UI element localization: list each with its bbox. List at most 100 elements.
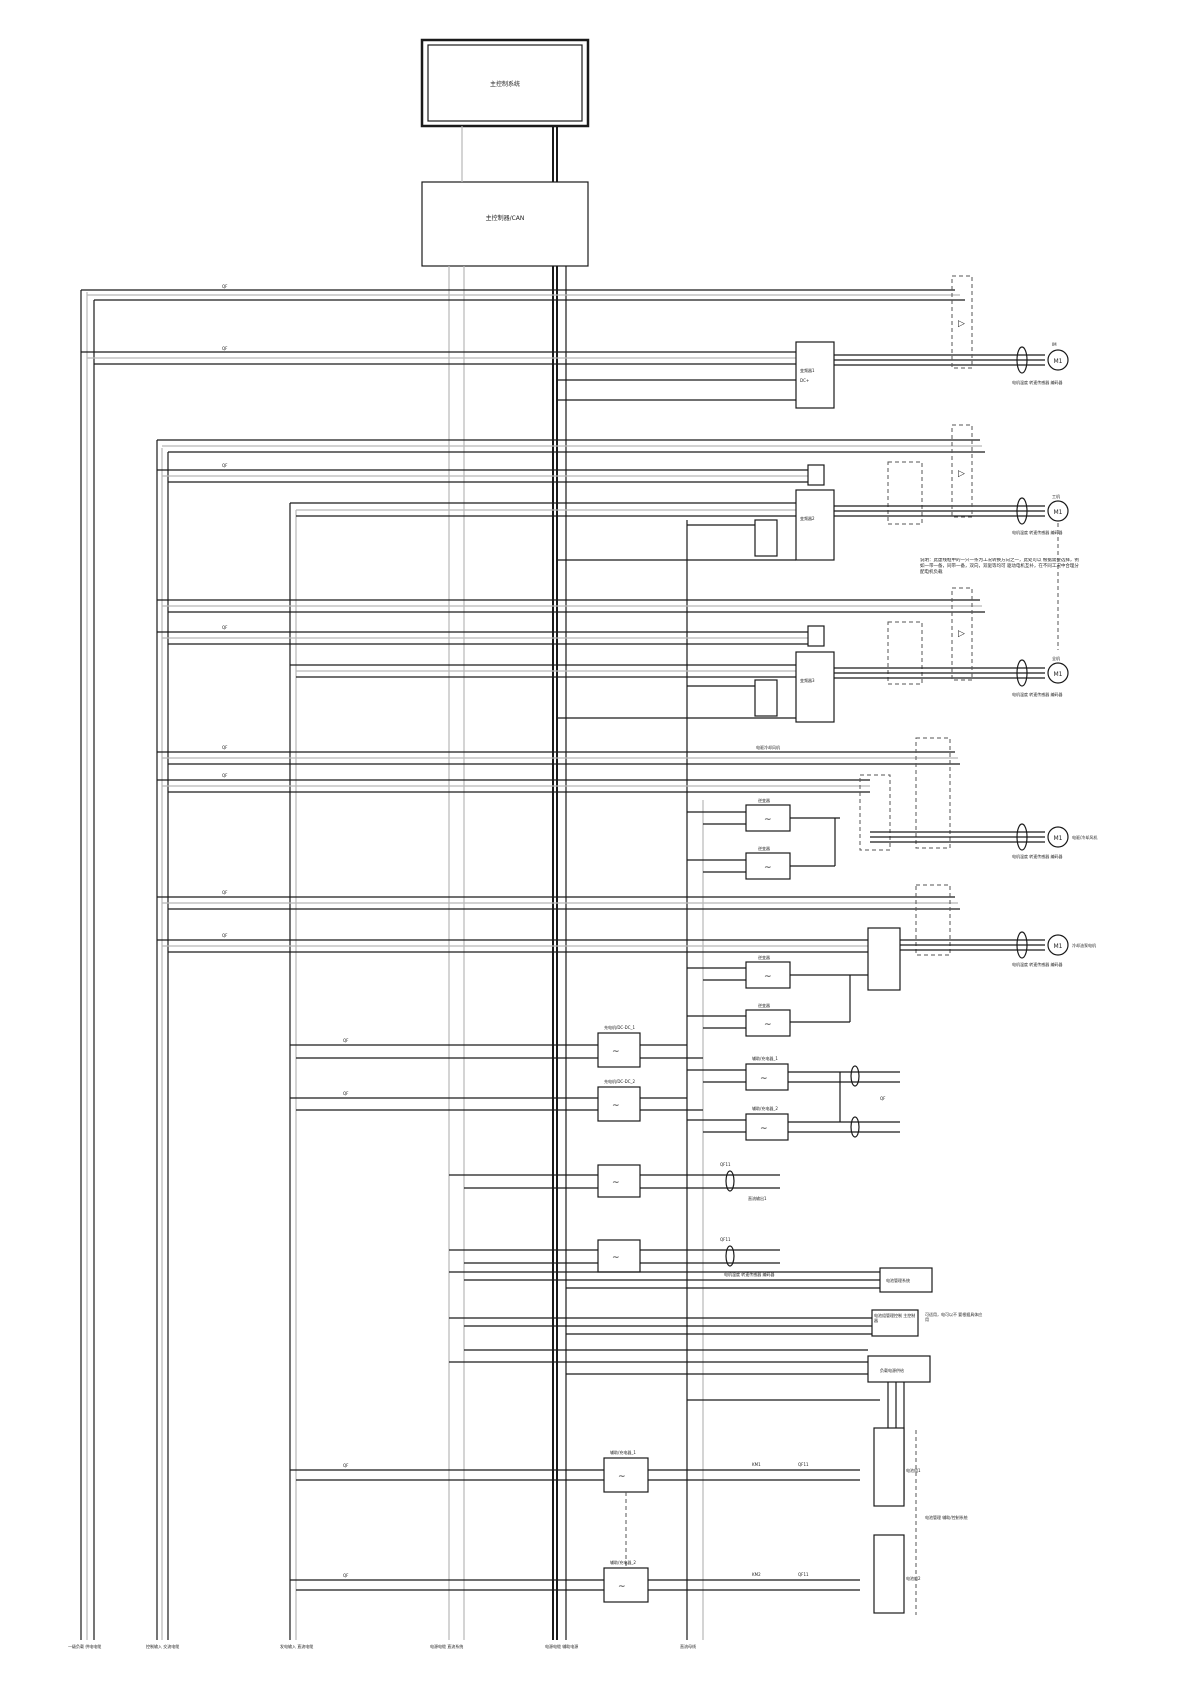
inverter-symbol: ~ — [764, 863, 772, 873]
note-text: 说明：此虚线框中的一只一条为工况转换方向之一，此处可以 根据需要选择，例如一带一… — [920, 558, 1079, 575]
controller-box-label: 主控制器/CAN — [486, 214, 525, 222]
qf-label: QF — [222, 346, 228, 351]
section-motor-1: QF QF 变频器1 DC+ ▷ M1 IM 电机温度 转速传感器 编码器 — [81, 275, 1069, 409]
section-motor-2: QF 变频器2 ▷ M1 工机 电机温度 转速传感器 编码器 说明：此虚线框中的… — [157, 424, 1079, 650]
aux-box — [807, 625, 825, 647]
motor-m5 — [1047, 934, 1069, 956]
converter-symbol: ~ — [612, 1253, 620, 1263]
breaker-label: QF11 — [798, 1462, 809, 1467]
top-control-box: 主控制系统 — [420, 38, 590, 128]
motor-side-label: 电机温度 转速传感器 编码器 — [1012, 691, 1063, 697]
converter-symbol: ~ — [612, 1047, 620, 1057]
dcdc-1-label: 充电机/DC-DC_1 — [604, 1024, 636, 1030]
qf-label: QF — [343, 1091, 349, 1096]
battery-1-label: 电池组1 — [906, 1467, 921, 1473]
motor-m3-code: 全机 — [1052, 655, 1060, 661]
converter-symbol: ~ — [760, 1074, 768, 1084]
motor-m1-code: IM — [1052, 342, 1057, 347]
section-motor-4: QF QF 电驱冷却风机 ~ 逆变器 ~ 逆变器 M1 电驱/冷却风机 电机温度… — [157, 737, 1097, 880]
aux-box — [807, 464, 825, 486]
battery-pack-1 — [873, 1427, 905, 1507]
motor-side-label: 电机温度 转速传感器 编码器 — [724, 1271, 775, 1277]
controller-box: 主控制器/CAN — [421, 181, 589, 267]
converter-symbol: ~ — [612, 1178, 620, 1188]
motor-m5-tag: M1 — [1054, 943, 1063, 950]
bms-main-box — [871, 1309, 919, 1337]
section-right-boxes: 电池管理系统 电池组管理控制 主控制器 可适用，电可以不 要根据具体应用 负载电… — [449, 1267, 983, 1500]
bottom-label-2: 控制输入 交流电缆 — [146, 1644, 180, 1649]
motor-m2-code: 工机 — [1052, 493, 1060, 499]
dc-out-label-1: 直流输出1 — [748, 1195, 767, 1201]
qf-label: QF — [222, 890, 228, 895]
brake-unit — [754, 519, 778, 557]
converter-symbol: ~ — [760, 1124, 768, 1134]
bottom-label-5: 电源电缆 辅助电源 — [545, 1644, 579, 1649]
qf-label: QF — [343, 1463, 349, 1468]
motor-m2 — [1047, 500, 1069, 522]
contactor-label: KM2 — [752, 1572, 761, 1577]
left-feeders — [80, 290, 297, 1640]
control-bus-lines — [448, 126, 704, 1640]
vfd-2-label: 变频器2 — [800, 515, 815, 521]
bottom-labels: 一级负载 供电电缆 控制输入 交流电缆 发电输入 直流电缆 电源电缆 直流系统 … — [68, 1644, 696, 1649]
bms-note: 可适用，电可以不 要根据具体应用 — [925, 1312, 983, 1322]
motor-side-label: 电机温度 转速传感器 编码器 — [1012, 379, 1063, 385]
section-dcdc: QF QF ~ 充电机/DC-DC_1 ~ 充电机/DC-DC_2 ~ 辅助/充… — [290, 1024, 900, 1141]
charger-2-label: 辅助/充电器_2 — [752, 1105, 778, 1111]
converter-symbol: ~ — [612, 1101, 620, 1111]
qf-label: QF — [343, 1573, 349, 1578]
dc-converter-1 — [597, 1164, 641, 1198]
vfd-1 — [795, 341, 835, 409]
motor-m1-tag: M1 — [1054, 358, 1063, 365]
breaker-label: QF11 — [720, 1237, 731, 1242]
motor-m4 — [1047, 826, 1069, 848]
qf-label: QF — [880, 1096, 886, 1101]
qf-label: QF — [222, 745, 228, 750]
battery-pack-2 — [873, 1534, 905, 1614]
inverter-label: 逆变器 — [758, 1002, 770, 1008]
inverter-label: 逆变器 — [758, 954, 770, 960]
battery-charger-1 — [603, 1457, 649, 1493]
relay-symbol: ▷ — [958, 629, 965, 639]
bottom-label-4: 电源电缆 直流系统 — [430, 1644, 464, 1649]
qf-label: QF — [222, 463, 228, 468]
vfd-3-label: 变频器3 — [800, 677, 815, 683]
motor-side-label: 电机温度 转速传感器 编码器 — [1012, 853, 1063, 859]
dcdc-1 — [597, 1032, 641, 1068]
qf-label: QF — [222, 933, 228, 938]
section-label: 电驱冷却风机 — [756, 744, 780, 750]
qf-label: QF — [222, 773, 228, 778]
qf-label: QF — [222, 625, 228, 630]
battery-charger-1-label: 辅助/充电器_1 — [610, 1449, 636, 1455]
motor-m2-tag: M1 — [1054, 509, 1063, 516]
vfd-3 — [795, 651, 835, 723]
breaker-label: QF11 — [798, 1572, 809, 1577]
qf-label: QF — [222, 284, 228, 289]
load-supply-label: 负载电源供给 — [880, 1367, 904, 1373]
charger-1 — [745, 1063, 789, 1091]
converter-symbol: ~ — [618, 1472, 626, 1482]
vfd-1-label: 变频器1 — [800, 367, 815, 373]
inverter-symbol: ~ — [764, 815, 772, 825]
dcdc-2 — [597, 1086, 641, 1122]
charger-2 — [745, 1113, 789, 1141]
motor-m1 — [1047, 349, 1069, 371]
battery-charger-2 — [603, 1567, 649, 1603]
bms-label: 电池管理系统 — [886, 1277, 910, 1283]
contactor-block — [867, 927, 901, 991]
vfd-2 — [795, 489, 835, 561]
dc-bus-label: DC+ — [800, 378, 809, 383]
battery-charger-2-label: 辅助/充电器_2 — [610, 1559, 636, 1565]
section-motor-3: QF 变频器3 ▷ M1 全机 电机温度 转速传感器 编码器 — [157, 587, 1069, 723]
motor-m4-label: 电驱/冷却风机 — [1072, 834, 1097, 840]
top-box-label: 主控制系统 — [490, 80, 520, 88]
inverter-label: 逆变器 — [758, 845, 770, 851]
section-motor-5: QF QF ~ 逆变器 ~ 逆变器 M1 冷却油泵电机 电机温度 转速传感器 编… — [157, 884, 1096, 1037]
dcdc-2-label: 充电机/DC-DC_2 — [604, 1078, 636, 1084]
inverter-symbol: ~ — [764, 972, 772, 982]
inverter-symbol: ~ — [764, 1020, 772, 1030]
battery-2-label: 电池组2 — [906, 1575, 921, 1581]
section-aux-dc: ~ ~ QF11 QF11 直流输出1 电机温度 转速传感器 编码器 — [449, 1162, 780, 1277]
contactor-label: KM1 — [752, 1462, 761, 1467]
